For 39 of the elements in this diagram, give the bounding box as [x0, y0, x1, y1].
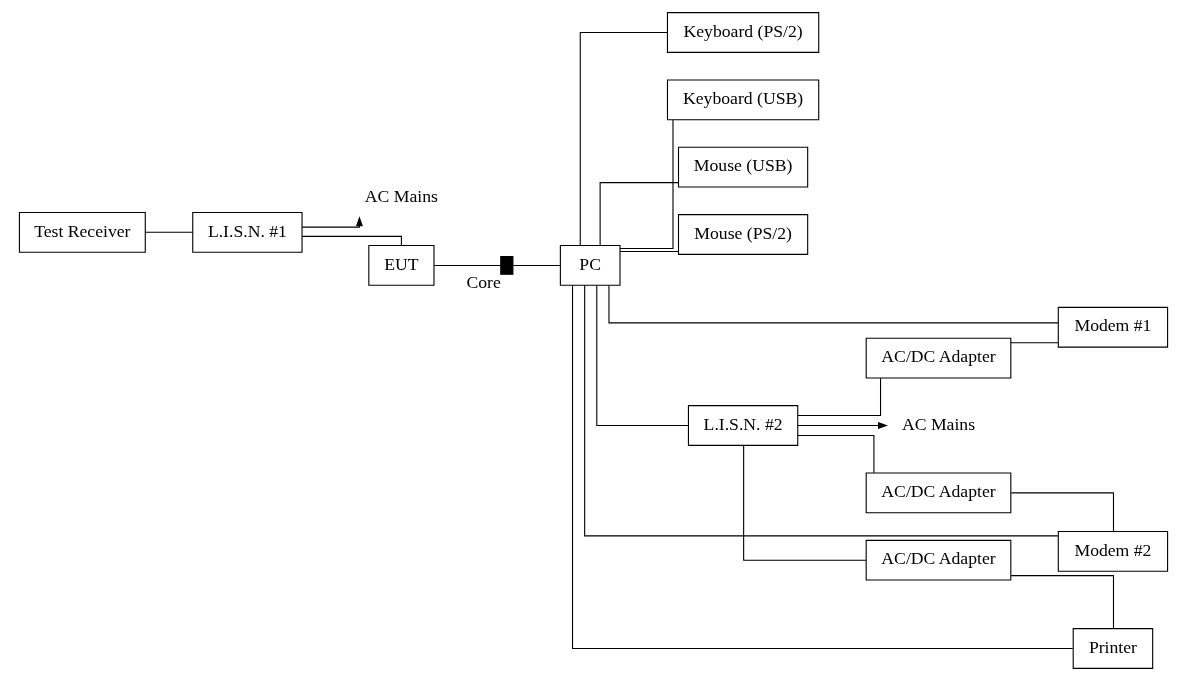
- node-text: AC Mains: [901, 413, 975, 434]
- node-box: [499, 256, 513, 275]
- node-box: L.I.S.N. #1: [191, 211, 303, 253]
- connector: [512, 264, 561, 266]
- connector: [301, 235, 402, 247]
- node-box: Modem #2: [1057, 530, 1168, 572]
- connector: [742, 444, 866, 561]
- connector: [796, 377, 881, 417]
- node-box: AC/DC Adapter: [865, 337, 1011, 379]
- node-box: Mouse (USB): [677, 146, 808, 188]
- node-label: Core: [465, 272, 501, 293]
- connector: [144, 231, 193, 233]
- connector: [607, 284, 1059, 324]
- node-box: Mouse (PS/2): [677, 214, 808, 255]
- node-box: Printer: [1072, 628, 1153, 669]
- connector: [1009, 342, 1059, 344]
- connector: [619, 250, 679, 252]
- node-box: Modem #1: [1057, 306, 1168, 348]
- node-box: Keyboard (USB): [666, 79, 819, 121]
- connector: [796, 434, 874, 474]
- node-box: L.I.S.N. #2: [687, 405, 798, 446]
- connector: [583, 284, 1058, 537]
- connector: [1010, 492, 1114, 532]
- connector: [1010, 575, 1114, 630]
- node-box: PC: [559, 245, 621, 286]
- node-box: Keyboard (PS/2): [666, 12, 819, 53]
- arrow: [797, 422, 888, 429]
- connector: [599, 182, 679, 246]
- connector: [595, 284, 689, 427]
- node-box: Test Receiver: [18, 211, 146, 253]
- node-box: AC/DC Adapter: [865, 472, 1011, 514]
- arrow: [301, 216, 363, 228]
- node-text: AC Mains: [364, 186, 438, 207]
- node-box: EUT: [367, 245, 435, 286]
- connector: [579, 31, 668, 246]
- node-box: AC/DC Adapter: [865, 539, 1011, 581]
- connector: [571, 284, 1073, 650]
- connector: [433, 264, 501, 266]
- connector: [619, 119, 674, 250]
